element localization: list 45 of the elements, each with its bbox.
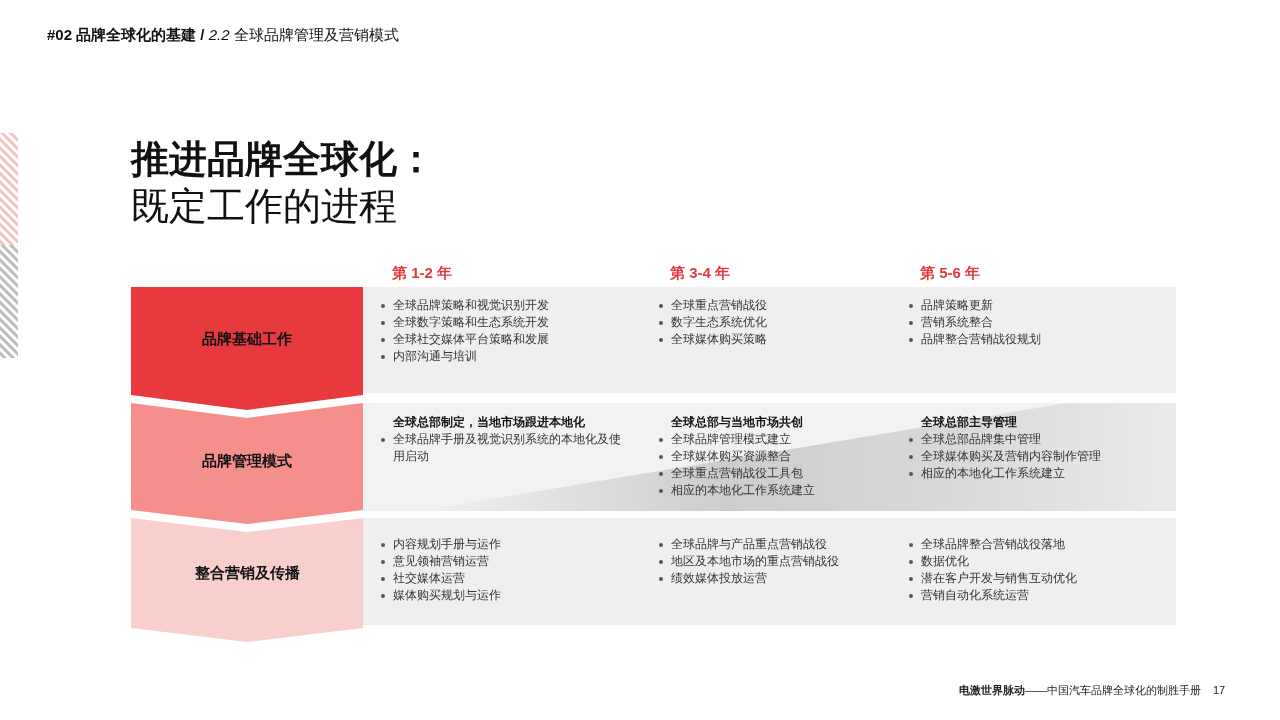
column-heading: 第 1-2 年 <box>392 263 452 283</box>
chevron-box <box>131 518 363 642</box>
list-item: 数字生态系统优化 <box>671 314 768 331</box>
group-heading: 全球总部制定，当地市场跟进本地化 <box>393 414 586 431</box>
page-number: 17 <box>1213 683 1226 698</box>
breadcrumb: #02 品牌全球化的基建 / 2.2 全球品牌管理及营销模式 <box>47 25 399 45</box>
list-item: 营销自动化系统运营 <box>921 587 1030 604</box>
content-panel <box>363 518 1176 625</box>
list-item: 意见领袖营销运营 <box>393 553 490 570</box>
list-item: 相应的本地化工作系统建立 <box>921 465 1066 482</box>
list-item: 媒体购买规划与运作 <box>393 587 502 604</box>
row-title: 整合营销及传播 <box>194 563 300 583</box>
list-item: 全球品牌管理模式建立 <box>671 431 792 448</box>
list-item: 全球重点营销战役 <box>671 297 768 314</box>
list-item: 全球重点营销战役工具包 <box>671 465 804 482</box>
list-item: 全球社交媒体平台策略和发展 <box>393 331 550 348</box>
group-heading: 全球总部主导管理 <box>921 414 1018 431</box>
row-title: 品牌基础工作 <box>202 329 292 349</box>
list-item: 绩效媒体投放运营 <box>671 570 768 587</box>
list-item: 内容规划手册与运作 <box>393 536 502 553</box>
list-item: 全球媒体购买策略 <box>671 331 768 348</box>
list-item: 地区及本地市场的重点营销战役 <box>671 553 840 570</box>
list-item: 潜在客户开发与销售互动优化 <box>921 570 1078 587</box>
footer-text: 电激世界脉动——中国汽车品牌全球化的制胜手册 <box>959 683 1201 698</box>
list-item: 品牌整合营销战役规划 <box>921 331 1042 348</box>
list-item: 全球品牌整合营销战役落地 <box>921 536 1066 553</box>
list-item: 相应的本地化工作系统建立 <box>671 482 816 499</box>
page-title: 推进品牌全球化：既定工作的进程 <box>131 137 436 229</box>
list-item: 营销系统整合 <box>921 314 994 331</box>
list-item: 数据优化 <box>921 553 970 570</box>
list-item: 全球品牌手册及视觉识别系统的本地化及使用启动 <box>393 431 622 465</box>
list-item: 品牌策略更新 <box>921 297 994 314</box>
chevron-box <box>131 403 363 524</box>
list-item: 全球媒体购买及营销内容制作管理 <box>921 448 1102 465</box>
list-item: 全球品牌与产品重点营销战役 <box>671 536 828 553</box>
chevron-box <box>131 287 363 410</box>
row-title: 品牌管理模式 <box>202 451 292 471</box>
group-heading: 全球总部与当地市场共创 <box>671 414 804 431</box>
list-item: 内部沟通与培训 <box>393 348 478 365</box>
content-panel <box>363 287 1176 393</box>
list-item: 全球媒体购买资源整合 <box>671 448 792 465</box>
list-item: 全球数字策略和生态系统开发 <box>393 314 550 331</box>
list-item: 全球总部品牌集中管理 <box>921 431 1042 448</box>
list-item: 社交媒体运营 <box>393 570 466 587</box>
list-item: 全球品牌策略和视觉识别开发 <box>393 297 550 314</box>
